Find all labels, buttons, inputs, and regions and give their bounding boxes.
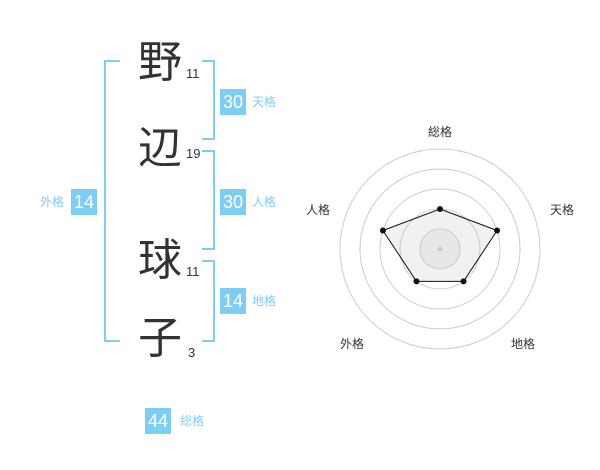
chikaku-bracket (202, 260, 215, 342)
radar-point-gaikaku (413, 278, 420, 285)
radar-ring-5 (339, 148, 541, 350)
radar-point-jinkaku (379, 227, 386, 234)
stroke-count-2: 19 (186, 146, 201, 161)
chikaku-label: 地格 (252, 294, 277, 308)
radar-ring-4 (359, 168, 521, 330)
tenkaku-label: 天格 (252, 95, 277, 109)
radar-center-dot (437, 246, 443, 252)
radar-point-chikaku (460, 278, 467, 285)
radar-label-jinkaku: 人格 (306, 203, 331, 217)
gaikaku-label: 外格 (40, 195, 65, 209)
stroke-count-1: 11 (186, 66, 200, 81)
radar-ring-3 (379, 188, 501, 310)
stroke-count-3: 11 (186, 264, 200, 279)
jinkaku-label: 人格 (252, 195, 277, 209)
kanji-2: 辺 (138, 123, 182, 174)
gaikaku-score-badge: 14 (71, 189, 98, 215)
radar-label-tenkaku: 天格 (550, 203, 575, 217)
radar-label-soukaku: 総格 (428, 125, 453, 139)
radar-point-tenkaku (494, 227, 501, 234)
jinkaku-score-badge: 30 (220, 189, 247, 215)
radar-point-soukaku (437, 206, 443, 212)
chikaku-score-badge: 14 (220, 288, 247, 314)
tenkaku-score-badge: 30 (220, 89, 247, 115)
soukaku-score-badge: 44 (145, 408, 172, 434)
radar-label-gaikaku: 外格 (340, 337, 365, 351)
gaikaku-bracket (104, 60, 120, 342)
tenkaku-bracket (202, 60, 215, 140)
jinkaku-bracket (202, 150, 215, 250)
soukaku-label: 総格 (180, 414, 205, 428)
stroke-count-4: 3 (188, 345, 196, 360)
radar-label-chikaku: 地格 (511, 337, 536, 351)
kanji-3: 球 (138, 235, 182, 286)
kanji-1: 野 (138, 37, 182, 88)
kanji-4: 子 (138, 313, 182, 364)
radar-polygon (382, 208, 498, 282)
